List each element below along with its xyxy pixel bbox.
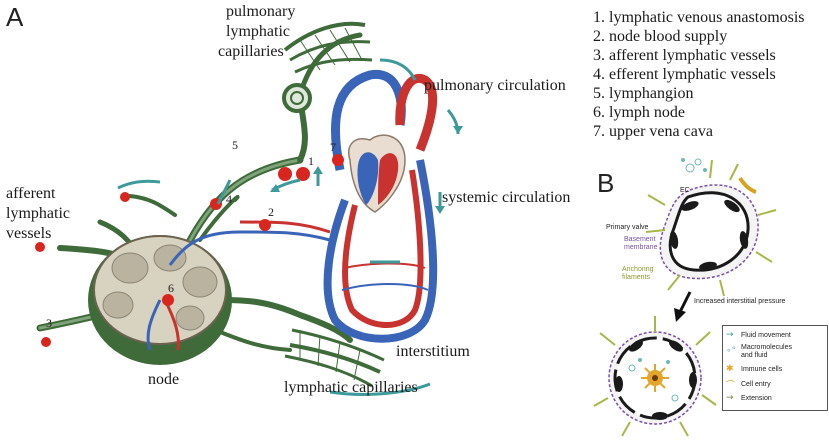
number-4: 4 [226, 192, 232, 207]
label-interstitium: interstitium [396, 342, 470, 361]
numbered-legend: 1. lymphatic venous anastomosis 2. node … [593, 8, 805, 141]
bubbles-icon: ∘° [726, 346, 736, 356]
label-primary-valve: Primary valve [606, 224, 648, 232]
capillary-closed [660, 158, 758, 279]
panel-a-letter: A [6, 2, 23, 33]
key-immune-cells: Immune cells [741, 366, 782, 374]
key-cell-entry: Cell entry [741, 381, 771, 389]
key-extension: Extension [741, 395, 772, 403]
panel-b-key: → Fluid movement ∘° Macromolecules and f… [722, 325, 828, 411]
label-node: node [148, 370, 179, 389]
legend-item: 5. lymphangion [593, 84, 805, 103]
label-afferent-line1: afferent [6, 184, 55, 203]
label-anchoring-line2: filaments [622, 274, 650, 282]
immune-cell-icon: ✱ [726, 364, 734, 374]
number-2: 2 [268, 205, 274, 220]
label-pulmonary-line2: lymphatic [226, 22, 290, 41]
panel-b-letter: B [597, 168, 614, 199]
arrow-right-icon: → [726, 330, 734, 340]
label-pulmonary-line1: pulmonary [226, 2, 295, 21]
label-basement-line1: Basement [624, 236, 656, 244]
label-basement-line2: membrane [624, 244, 657, 252]
legend-item: 3. afferent lymphatic vessels [593, 46, 805, 65]
capillary-open [609, 332, 701, 424]
label-increased-pressure: Increased interstitial pressure [694, 298, 785, 306]
label-afferent-line3: vessels [6, 224, 51, 243]
legend-item: 2. node blood supply [593, 27, 805, 46]
number-7: 7 [330, 140, 336, 155]
heart [349, 135, 405, 212]
transition-arrow [674, 292, 690, 322]
number-3: 3 [46, 316, 52, 331]
label-anchoring-line1: Anchoring [622, 266, 654, 274]
key-fluid-movement: Fluid movement [741, 332, 791, 340]
number-1: 1 [308, 154, 314, 169]
label-pulmonary-line3: capillaries [218, 42, 284, 61]
legend-item: 4. efferent lymphatic vessels [593, 65, 805, 84]
legend-item: 1. lymphatic venous anastomosis [593, 8, 805, 27]
key-macromolecules-line2: and fluid [741, 352, 767, 360]
number-5: 5 [232, 138, 238, 153]
cell-entry-icon: ⌒ [726, 378, 735, 391]
legend-item: 7. upper vena cava [593, 122, 805, 141]
label-ec: EC [680, 187, 690, 195]
number-6: 6 [168, 281, 174, 296]
label-afferent-line2: lymphatic [6, 204, 70, 223]
lymph-node-shape [88, 235, 232, 365]
label-lymphatic-capillaries: lymphatic capillaries [284, 378, 418, 397]
legend-item: 6. lymph node [593, 103, 805, 122]
label-systemic-circulation: systemic circulation [442, 188, 570, 207]
key-macromolecules-line1: Macromolecules [741, 344, 792, 352]
extension-arrow-icon: → [726, 393, 734, 403]
label-pulmonary-circulation: pulmonary circulation [424, 76, 566, 95]
